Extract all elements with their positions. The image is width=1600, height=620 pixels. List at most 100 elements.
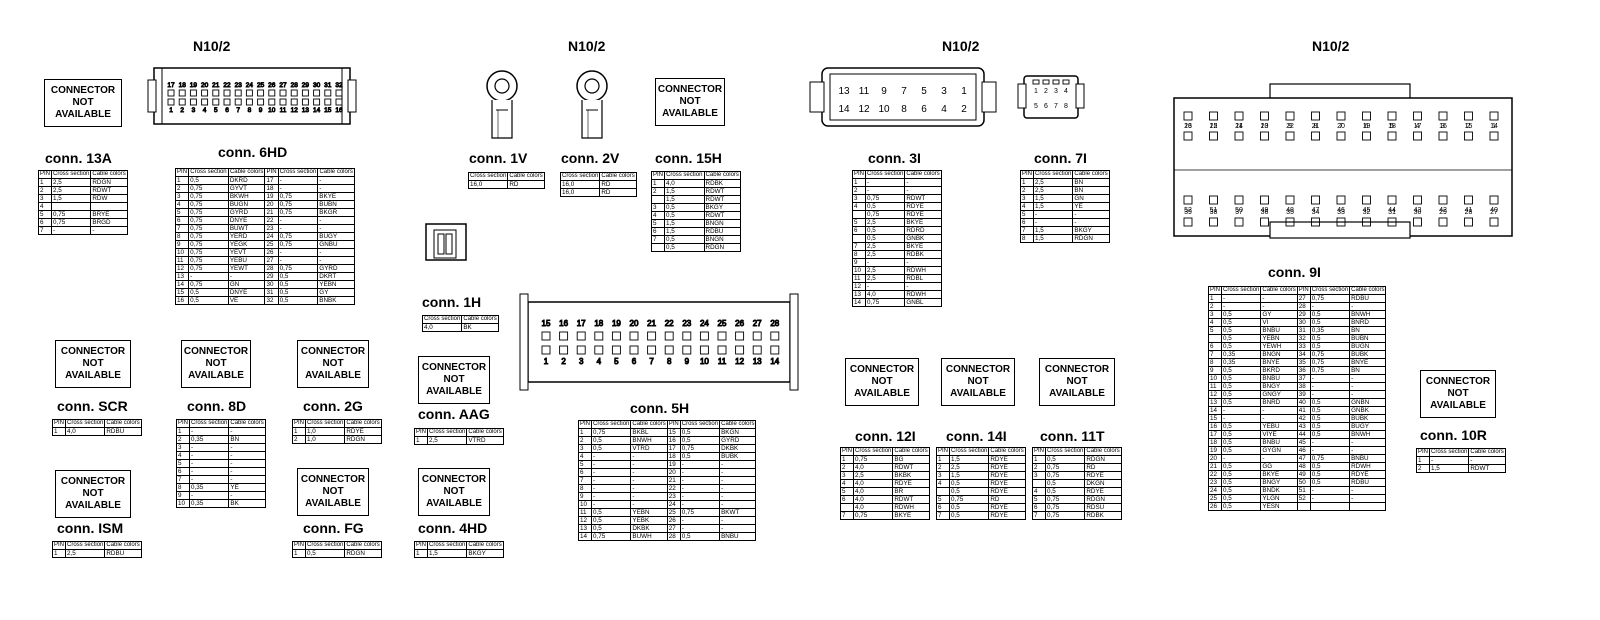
pin-number-label: 5 bbox=[614, 357, 619, 366]
table-cell: 1 bbox=[37, 177, 53, 187]
pin-number-label: 26 bbox=[268, 82, 276, 89]
pin-table-header-cell: Cable colors bbox=[1260, 286, 1298, 295]
table-cell: - bbox=[630, 491, 668, 501]
table-cell: 10 bbox=[1207, 373, 1223, 383]
pin-number-label: 5 bbox=[1390, 123, 1394, 130]
connector-title: conn. 6HD bbox=[218, 144, 288, 160]
pin-number-label: 8 bbox=[1314, 123, 1318, 130]
table-cell: 0,35 bbox=[189, 482, 230, 492]
table-cell: RDWH bbox=[892, 502, 930, 512]
connector-title: conn. 2G bbox=[303, 398, 363, 414]
pin-cavity bbox=[1464, 111, 1473, 121]
connector-title: conn. 7I bbox=[1034, 150, 1087, 166]
pin-cavity bbox=[189, 98, 197, 106]
table-cell: BNBU bbox=[719, 531, 757, 541]
pin-cavity bbox=[301, 89, 309, 97]
table-cell: 0,5 bbox=[1221, 317, 1262, 327]
pin-number-label: 11 bbox=[718, 357, 727, 366]
table-cell: 2,5 bbox=[865, 265, 906, 275]
table-cell: 0,5 bbox=[1309, 413, 1351, 423]
table-cell: 0,5 bbox=[1309, 317, 1351, 327]
pin-cavity bbox=[752, 345, 762, 355]
table-cell: 6 bbox=[851, 225, 867, 235]
table-cell: BKYE bbox=[904, 241, 942, 251]
table-cell: 0,75 bbox=[1309, 453, 1351, 463]
table-cell: 0,5 bbox=[664, 242, 705, 252]
table-cell: - bbox=[591, 499, 632, 509]
pin-table-header-cell: Cross section bbox=[65, 419, 106, 428]
table-cell: 2 bbox=[650, 186, 666, 196]
table-cell: 7 bbox=[851, 241, 867, 251]
table-cell: - bbox=[1260, 293, 1298, 303]
pin-cavity bbox=[1234, 111, 1244, 121]
table-cell: 4,0 bbox=[853, 478, 894, 488]
table-cell: BNGN bbox=[703, 218, 742, 228]
pin-cavity bbox=[1285, 217, 1295, 227]
table-cell: - bbox=[904, 185, 942, 195]
table-cell: 0,5 bbox=[1309, 341, 1351, 351]
table-cell: 38 bbox=[1296, 381, 1311, 391]
table-cell: - bbox=[1349, 493, 1387, 503]
pin-number-label: 18 bbox=[179, 82, 187, 89]
table-cell: BNBU bbox=[1349, 453, 1387, 463]
table-cell: 22 bbox=[1207, 469, 1223, 479]
table-row: 10--24-- bbox=[577, 499, 757, 509]
table-cell: 14 bbox=[174, 279, 190, 289]
table-cell: 11 bbox=[851, 273, 867, 283]
pin-cavity bbox=[1413, 217, 1422, 227]
pin-number-label: 17 bbox=[167, 82, 175, 89]
table-cell: 46 bbox=[1296, 445, 1311, 455]
table-cell: 27 bbox=[264, 255, 279, 265]
table-cell: BNWH bbox=[1349, 429, 1387, 439]
table-cell: RDRD bbox=[904, 225, 942, 235]
table-cell: 6 bbox=[577, 467, 593, 477]
table-cell: YESN bbox=[1260, 501, 1298, 511]
pin-cavity bbox=[189, 89, 197, 97]
pin-cavity bbox=[268, 98, 276, 106]
connector-not-available-box: CONNECTOR NOT AVAILABLE bbox=[1039, 358, 1115, 406]
pin-table-header-cell: Cross section bbox=[421, 315, 463, 324]
connector-not-available-box: CONNECTOR NOT AVAILABLE bbox=[297, 340, 369, 388]
pin-number-label: 18 bbox=[1388, 123, 1396, 130]
table-cell: - bbox=[277, 223, 319, 233]
pin-number-label: 49 bbox=[1261, 207, 1269, 214]
pin-number-label: 52 bbox=[1184, 207, 1192, 214]
pin-number-label: 40 bbox=[1490, 207, 1498, 214]
pin-number-label: 8 bbox=[667, 357, 672, 366]
table-cell: - bbox=[189, 442, 230, 452]
pin-cavity bbox=[770, 345, 780, 355]
table-row: 2--28-- bbox=[1207, 301, 1387, 311]
table-cell: BNRD bbox=[1260, 397, 1298, 407]
table-cell: 4 bbox=[1207, 317, 1223, 327]
table-cell: 5 bbox=[1207, 325, 1223, 335]
table-cell: 4 bbox=[577, 451, 593, 461]
table-cell: 18 bbox=[1207, 437, 1223, 447]
pin-cavity bbox=[752, 331, 762, 341]
pin-table-header-cell: Cross section bbox=[1429, 448, 1470, 457]
table-cell: 35 bbox=[1296, 357, 1311, 367]
table-cell: RDGN bbox=[90, 177, 128, 187]
pin-cavity bbox=[1387, 111, 1397, 121]
table-cell: BKBL bbox=[630, 427, 668, 437]
table-cell: 0,75 bbox=[277, 191, 319, 201]
pin-cavity bbox=[178, 98, 186, 106]
table-cell: 50 bbox=[1296, 477, 1311, 487]
table-cell: 28 bbox=[666, 531, 681, 541]
table-cell: RDYE bbox=[892, 478, 930, 488]
table-cell: BUGN bbox=[1349, 341, 1387, 351]
table-cell: 0,75 bbox=[188, 239, 229, 249]
